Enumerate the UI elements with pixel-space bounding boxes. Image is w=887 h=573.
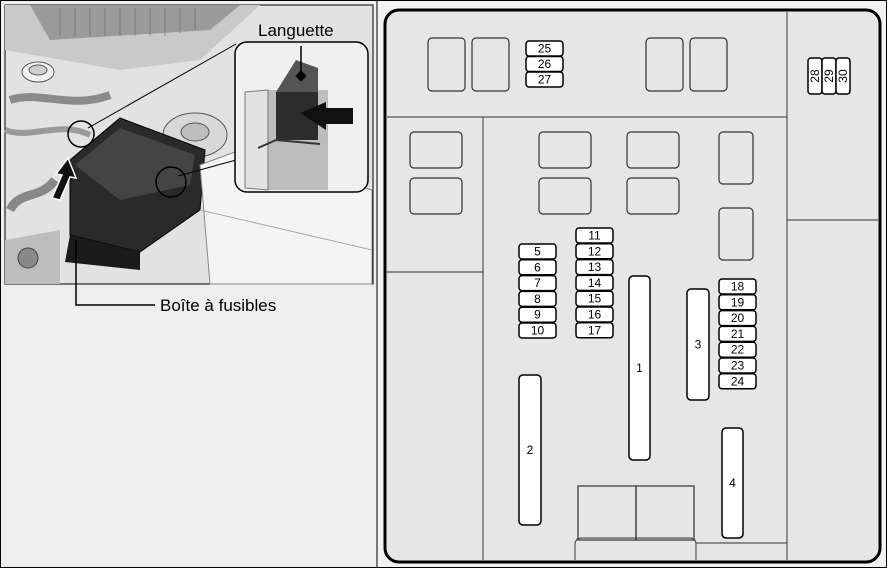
fuse-4: 4 (721, 427, 744, 539)
fuse-box-diagram: 2526275678910111213141516171819202122232… (383, 8, 882, 564)
fuse-number: 12 (588, 244, 602, 258)
fuse-18: 18 (718, 278, 757, 295)
fuse-10: 10 (518, 322, 557, 339)
fuse-number: 19 (731, 295, 745, 309)
fuse-layer: 2526275678910111213141516171819202122232… (518, 40, 851, 539)
fuse-6: 6 (518, 259, 557, 276)
fuse-22: 22 (718, 341, 757, 358)
fuse-number: 28 (808, 69, 822, 83)
fuse-number: 29 (822, 69, 836, 83)
tab-label: Languette (258, 21, 334, 40)
fuse-16: 16 (575, 306, 614, 323)
fuse-30: 30 (835, 57, 851, 95)
fuse-number: 6 (534, 260, 541, 274)
fuse-20: 20 (718, 309, 757, 327)
fuse-number: 5 (534, 245, 541, 259)
fuse-number: 13 (588, 260, 602, 274)
fuse-number: 20 (731, 311, 745, 325)
fuse-23: 23 (718, 357, 757, 374)
fuse-number: 16 (588, 308, 602, 322)
tab-circle-1 (67, 120, 95, 148)
fuse-number: 11 (588, 229, 601, 243)
fuse-29: 29 (821, 57, 837, 95)
fuse-26: 26 (525, 55, 564, 73)
fuse-number: 2 (527, 443, 534, 457)
fuse-5: 5 (518, 243, 557, 260)
fuse-2: 2 (518, 374, 542, 526)
fuse-number: 17 (588, 323, 602, 337)
fuse-3: 3 (686, 288, 710, 401)
fuse-17: 17 (575, 322, 614, 339)
fuse-1: 1 (628, 275, 651, 461)
fuse-28: 28 (807, 57, 823, 95)
fuse-27: 27 (525, 71, 564, 88)
fuse-21: 21 (718, 325, 757, 343)
fuse-number: 27 (538, 73, 552, 87)
fuse-19: 19 (718, 294, 757, 311)
fuse-number: 30 (836, 69, 850, 83)
fuse-number: 8 (534, 292, 541, 306)
fuse-8: 8 (518, 290, 557, 308)
fuse-number: 15 (588, 292, 602, 306)
fuse-number: 9 (534, 308, 541, 322)
fuse-7: 7 (518, 274, 557, 292)
fuse-12: 12 (575, 243, 614, 260)
lift-arrow-icon (50, 156, 78, 201)
fuse-24: 24 (718, 373, 757, 390)
fuse-number: 23 (731, 359, 745, 373)
fuse-number: 14 (588, 276, 602, 290)
fuse-number: 18 (731, 280, 745, 294)
fuse-number: 24 (731, 374, 745, 388)
tab-circle-2 (155, 166, 187, 198)
fuse-number: 21 (731, 327, 745, 341)
fuse-number: 22 (731, 343, 745, 357)
fuse-15: 15 (575, 290, 614, 307)
fuse-number: 25 (538, 42, 552, 56)
tab-detail-inset (234, 41, 369, 193)
fuse-number: 26 (538, 57, 552, 71)
fuse-9: 9 (518, 306, 557, 323)
fuse-11: 11 (575, 227, 614, 244)
fuse-number: 3 (695, 338, 702, 352)
fuse-number: 4 (729, 476, 736, 490)
engine-bay-photo (3, 4, 374, 306)
fuse-25: 25 (525, 40, 564, 57)
fuse-14: 14 (575, 274, 614, 292)
fuse-number: 10 (531, 324, 545, 338)
fuse-number: 7 (534, 276, 541, 290)
fuse-number: 1 (636, 361, 643, 375)
push-arrow-icon (300, 102, 353, 130)
fuse-box-label: Boîte à fusibles (160, 296, 277, 315)
fuse-13: 13 (575, 258, 614, 276)
